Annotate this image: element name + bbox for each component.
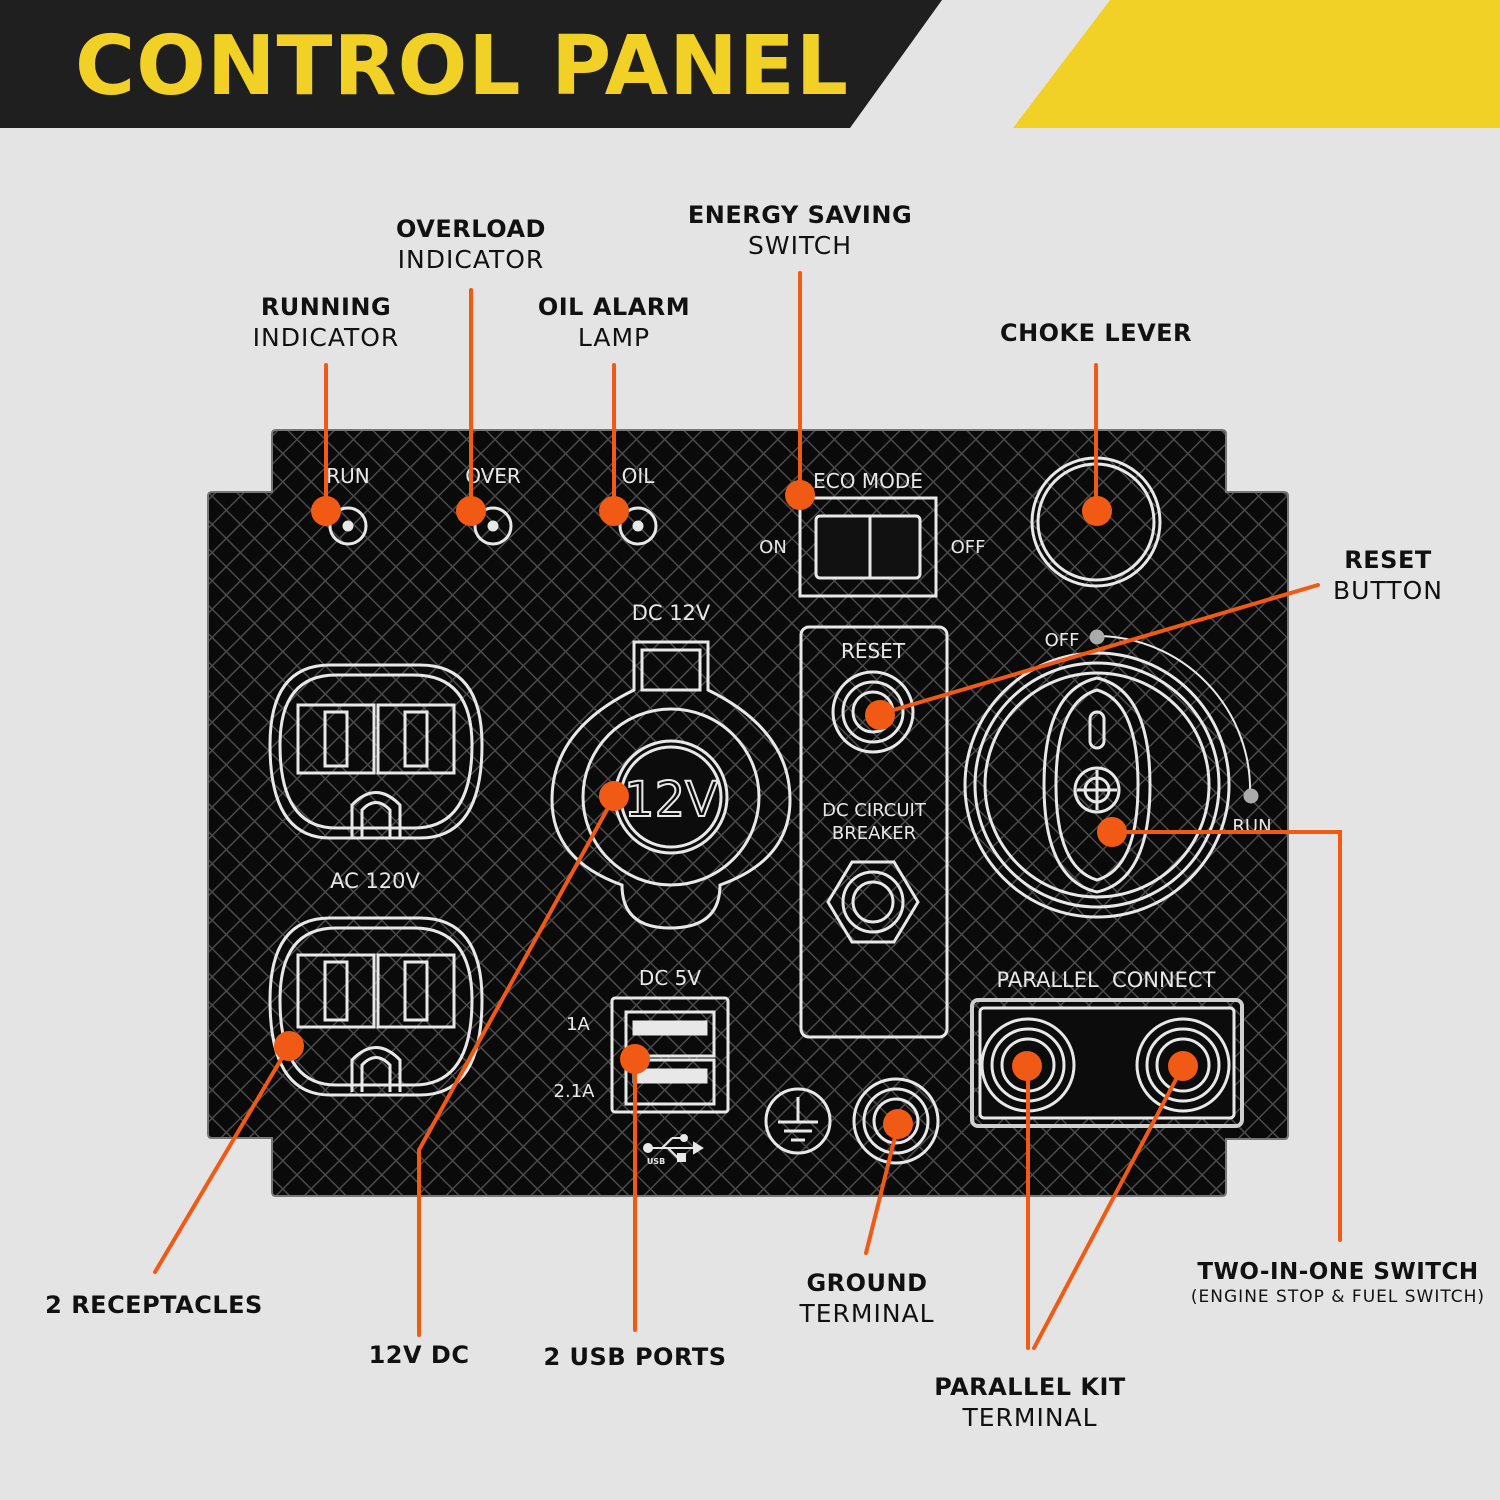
callout-parallel: PARALLEL KIT TERMINAL: [910, 1372, 1150, 1433]
dot-running: [311, 496, 341, 526]
dot-eco: [785, 480, 815, 510]
callout-parallel-title: PARALLEL KIT: [934, 1373, 1126, 1401]
callout-running: RUNNING INDICATOR: [226, 292, 426, 353]
leader-receptacles: [153, 1044, 291, 1274]
leader-reset: [878, 583, 1320, 716]
callout-twoinone-sub: (ENGINE STOP & FUEL SWITCH): [1190, 1286, 1486, 1307]
callout-overload: OVERLOAD INDICATOR: [371, 214, 571, 275]
dc-12v-socket: [581, 707, 761, 887]
dot-dc12: [599, 781, 629, 811]
dot-oil: [599, 496, 629, 526]
callout-dc12-title: 12V DC: [368, 1341, 470, 1369]
eco-mode-label: ECO MODE: [813, 469, 923, 493]
dot-receptacles: [274, 1031, 304, 1061]
callout-twoinone: TWO-IN-ONE SWITCH (ENGINE STOP & FUEL SW…: [1180, 1258, 1496, 1308]
callout-oil-sub: LAMP: [577, 323, 651, 352]
usb-21a-label: 2.1A: [554, 1081, 596, 1102]
ac-outlet-bottom: [268, 916, 484, 1097]
dot-twoinone: [1097, 817, 1127, 847]
eco-on-label: ON: [759, 537, 787, 558]
oil-label: OIL: [622, 464, 656, 488]
two-in-one-switch[interactable]: [963, 651, 1231, 919]
page-title: CONTROL PANEL: [75, 19, 850, 114]
header-yellow-band: [1013, 0, 1500, 128]
usb-port-1a: [624, 1010, 716, 1058]
dc-12v-socket-cover: [550, 640, 792, 930]
leader-parallel-right: [1032, 1066, 1184, 1350]
reset-button[interactable]: [831, 670, 915, 754]
dot-ground: [883, 1109, 913, 1139]
ground-symbol: [764, 1087, 832, 1155]
callout-dc12: 12V DC: [339, 1340, 499, 1370]
ac120v-label: AC 120V: [330, 869, 420, 893]
eco-off-label: OFF: [951, 537, 986, 558]
eco-switch-rocker[interactable]: [814, 514, 922, 580]
callout-eco: ENERGY SAVING SWITCH: [660, 200, 940, 261]
callout-reset-sub: BUTTON: [1333, 576, 1443, 605]
dc-circuit-breaker[interactable]: [826, 860, 920, 944]
callout-oil: OIL ALARM LAMP: [504, 292, 724, 353]
callout-eco-sub: SWITCH: [747, 231, 853, 260]
header-banner: [0, 0, 1500, 128]
callout-ground-title: GROUND: [806, 1269, 928, 1297]
usb-icon: [643, 1134, 704, 1162]
leader-ground: [864, 1123, 900, 1255]
dot-usb: [620, 1044, 650, 1074]
callout-overload-title: OVERLOAD: [396, 215, 546, 243]
knob-off-label: OFF: [1045, 630, 1080, 651]
callout-running-sub: INDICATOR: [252, 323, 400, 352]
parallel-connect-label: PARALLEL CONNECT: [997, 968, 1216, 992]
leader-dc12: [417, 795, 616, 1337]
callout-ground: GROUND TERMINAL: [767, 1268, 967, 1329]
callout-usb: 2 USB PORTS: [515, 1342, 755, 1372]
callout-ground-sub: TERMINAL: [799, 1299, 935, 1328]
breaker-label: BREAKER: [832, 823, 916, 844]
callout-reset-title: RESET: [1344, 546, 1432, 574]
ac-outlet-top: [268, 663, 484, 840]
run-label: RUN: [326, 464, 370, 488]
callout-receptacles-title: 2 RECEPTACLES: [45, 1291, 263, 1319]
callout-choke-title: CHOKE LEVER: [999, 319, 1193, 347]
panel-body: [207, 429, 1289, 1197]
usb-port-21a: [624, 1058, 716, 1106]
callout-usb-title: 2 USB PORTS: [543, 1343, 727, 1371]
plug-12v-label: 12V: [624, 772, 718, 828]
dot-overload: [456, 496, 486, 526]
callout-oil-title: OIL ALARM: [537, 293, 691, 321]
usb-mark-label: USB: [647, 1157, 665, 1166]
parallel-connect-frame: [970, 998, 1244, 1128]
dc12v-label: DC 12V: [632, 601, 711, 625]
callout-running-title: RUNNING: [260, 293, 392, 321]
leader-twoinone: [1110, 830, 1342, 1242]
dot-parallel-left: [1012, 1051, 1042, 1081]
over-lamp: [473, 506, 513, 546]
oil-lamp: [618, 506, 658, 546]
header-dark-band: [0, 0, 942, 128]
callout-parallel-sub: TERMINAL: [962, 1403, 1098, 1432]
over-label: OVER: [465, 464, 521, 488]
reset-label: RESET: [841, 639, 906, 663]
eco-switch-frame: [798, 496, 938, 598]
ground-terminal[interactable]: [852, 1077, 940, 1165]
reset-breaker-frame: [799, 625, 949, 1039]
run-lamp: [328, 506, 368, 546]
dot-choke: [1082, 496, 1112, 526]
dot-parallel-right: [1168, 1051, 1198, 1081]
usb-1a-label: 1A: [566, 1014, 590, 1035]
parallel-terminal-right[interactable]: [1135, 1017, 1231, 1113]
usb-port-frame: [610, 996, 730, 1114]
dot-reset: [865, 700, 895, 730]
dc5v-label: DC 5V: [639, 966, 701, 990]
callout-twoinone-title: TWO-IN-ONE SWITCH: [1197, 1259, 1479, 1285]
callout-overload-sub: INDICATOR: [397, 245, 545, 274]
callout-choke: CHOKE LEVER: [966, 318, 1226, 348]
callout-reset: RESET BUTTON: [1308, 545, 1468, 606]
callout-receptacles: 2 RECEPTACLES: [20, 1290, 288, 1320]
dc-circuit-label: DC CIRCUIT: [822, 800, 927, 821]
callout-eco-title: ENERGY SAVING: [687, 201, 913, 229]
